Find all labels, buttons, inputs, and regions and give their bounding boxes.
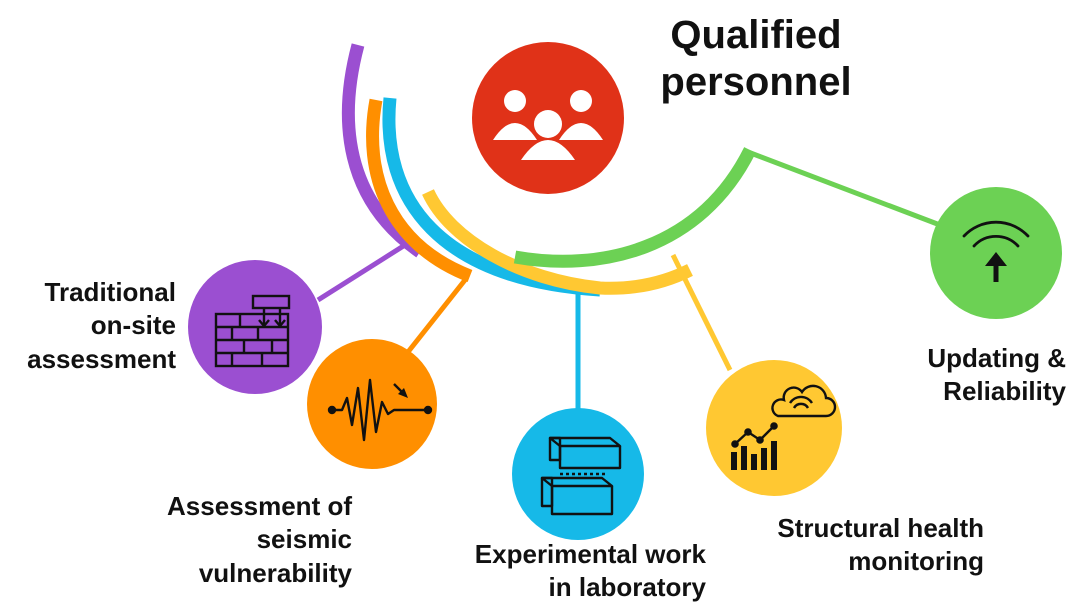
label-laboratory-line-1: Experimental work [474, 539, 706, 569]
label-traditional-line-1: Traditional [44, 277, 176, 307]
label-updating-line-1: Updating & [927, 343, 1066, 373]
title-line-1: Qualified [670, 13, 842, 57]
node-traditional [188, 260, 322, 394]
node-laboratory [512, 408, 644, 540]
label-traditional-line-2: on-site [90, 310, 176, 341]
node-updating [930, 187, 1062, 319]
arc-green [513, 147, 756, 268]
title-line-2: personnel [660, 60, 852, 105]
label-seismic-line-2: seismic [256, 524, 352, 555]
connector-green [747, 149, 941, 228]
arc-yellow [422, 189, 693, 295]
connector-orange [406, 278, 467, 354]
brick-specimens-icon [540, 436, 622, 516]
label-monitoring: Structural health monitoring [728, 512, 984, 579]
label-traditional: Traditional on-site assessment [0, 276, 176, 376]
label-seismic-line-1: Assessment of [167, 491, 352, 521]
people-group-icon [493, 90, 603, 160]
cloud-chart-icon [731, 384, 837, 470]
page-title: Qualified personnel [648, 12, 864, 106]
node-monitoring [706, 360, 842, 496]
label-traditional-line-3: assessment [27, 343, 176, 374]
signal-upload-icon [962, 220, 1030, 282]
brick-wall-load-icon [214, 294, 291, 368]
label-updating: Updating & Reliability [880, 342, 1066, 409]
label-seismic-line-3: vulnerability [198, 557, 352, 588]
label-laboratory-line-2: in laboratory [548, 572, 706, 603]
label-monitoring-line-1: Structural health [777, 513, 984, 543]
center-node [472, 42, 624, 194]
label-monitoring-line-2: monitoring [848, 546, 984, 577]
connector-purple [316, 242, 407, 303]
label-seismic: Assessment of seismic vulnerability [120, 490, 352, 590]
label-updating-line-2: Reliability [943, 376, 1066, 407]
seismograph-icon [327, 378, 433, 442]
label-laboratory: Experimental work in laboratory [414, 538, 706, 605]
node-seismic [307, 339, 437, 469]
arc-purple [341, 43, 424, 258]
arc-orange [366, 98, 473, 283]
